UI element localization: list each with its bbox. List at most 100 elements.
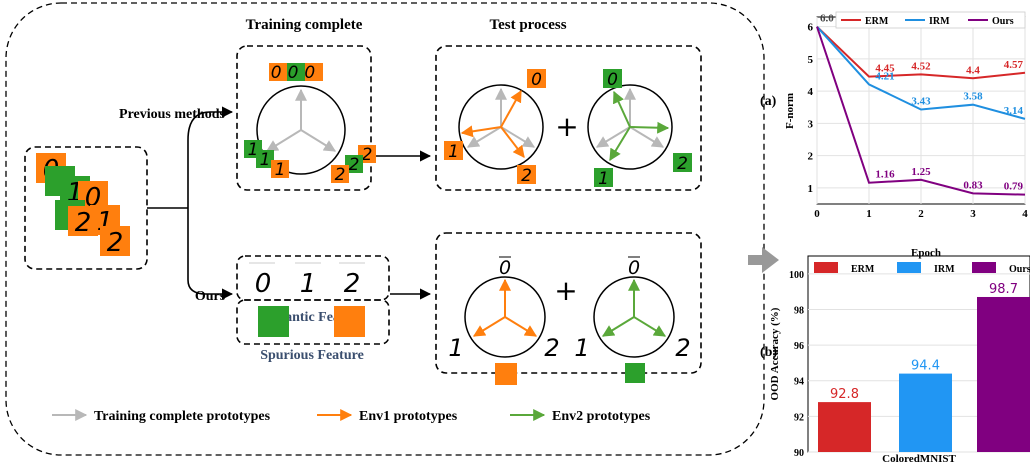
stack-2c: 2 xyxy=(335,165,346,185)
spurious-feature-box: Spurious Feature xyxy=(236,299,390,363)
bar-ours xyxy=(977,296,1030,452)
x-tick-label: 1 xyxy=(866,208,872,220)
data-label: 4.57 xyxy=(1004,59,1024,71)
chart-b-ylabel: OOD Accuracy (%) xyxy=(769,307,781,400)
ours-env2-swatch xyxy=(625,363,645,383)
test-process-box-previous: 0 1 2 + 0 1 2 xyxy=(435,45,702,191)
legend-swatch xyxy=(897,262,921,273)
data-label: 4.45 xyxy=(875,63,895,75)
legend-box xyxy=(835,11,1026,29)
panel-label-b: (b) xyxy=(760,345,777,360)
env1-orange-arrows xyxy=(460,89,525,158)
data-label: 1.25 xyxy=(911,166,931,178)
stack-digit-2: 2 xyxy=(75,208,92,238)
stack-1c: 1 xyxy=(275,160,286,180)
ours-label: Ours xyxy=(195,289,226,304)
legend-swatch xyxy=(814,262,838,273)
panel-label-a: (a) xyxy=(760,94,777,109)
test-process-box-ours: 0 1 2 + 0 1 2 xyxy=(435,232,702,385)
ours-env1-swatch xyxy=(495,363,517,385)
green-color-swatch xyxy=(258,306,289,337)
ours-env2-digit-2: 2 xyxy=(675,334,690,362)
ours-env2-digit-0: 0 xyxy=(628,257,640,279)
legend-entry: IRM xyxy=(929,16,950,27)
plus-sign-previous: + xyxy=(555,110,578,143)
data-label: 3.58 xyxy=(963,91,983,103)
legend-gray-label: Training complete prototypes xyxy=(94,409,271,424)
green-one-stack: 1 1 1 xyxy=(244,140,289,180)
gray-prototype-arrows xyxy=(265,88,337,152)
ours-env2-green-arrows xyxy=(601,278,667,337)
stack-digit-2b: 2 xyxy=(107,228,124,258)
bar-irm xyxy=(899,373,952,452)
ours-env2-circle xyxy=(593,276,675,358)
semantic-digit-1: 1 xyxy=(300,269,317,299)
series-line-ours xyxy=(816,26,1026,196)
legend-entry: Ours xyxy=(1009,264,1030,275)
ours-env1-digit-1: 1 xyxy=(448,334,463,362)
x-tick-label: 4 xyxy=(1022,208,1028,220)
env1-digit-0: 0 xyxy=(531,70,542,90)
bar-value-label: 98.7 xyxy=(989,282,1018,297)
orange-color-swatch xyxy=(334,306,365,337)
legend-green-label: Env2 prototypes xyxy=(552,409,651,424)
data-label: 1.16 xyxy=(875,169,895,181)
data-label: 3.14 xyxy=(1004,105,1024,117)
flow-arrows xyxy=(147,106,432,300)
semantic-digit-2: 2 xyxy=(344,269,361,299)
orange-two-stack: 2 2 2 xyxy=(331,145,376,185)
ours-env1-digit-2: 2 xyxy=(544,334,559,362)
x-tick-label: 3 xyxy=(970,208,976,220)
env2-circle xyxy=(587,84,673,170)
method-diagram: Training complete Test process 0 1 0 2 1… xyxy=(5,2,765,456)
y-tick-label: 5 xyxy=(808,54,814,66)
to-results-arrow xyxy=(748,247,779,273)
input-data-box: 0 1 0 2 1 2 xyxy=(24,146,148,270)
bar-value-label: 92.8 xyxy=(830,387,859,402)
data-label: 4.21 xyxy=(875,70,894,82)
env1-circle xyxy=(458,84,544,170)
y-tick-label: 92 xyxy=(794,412,804,423)
orange-zero-row: 000 xyxy=(269,63,323,83)
data-label: 4.4 xyxy=(966,64,980,76)
legend-orange-label: Env1 prototypes xyxy=(359,409,458,424)
y-tick-label: 1 xyxy=(808,183,814,195)
stack-1a: 1 xyxy=(248,140,259,160)
y-tick-label: 96 xyxy=(794,341,804,352)
data-label: 6.0 xyxy=(820,13,834,25)
legend-swatch xyxy=(972,262,996,273)
spurious-feature-label: Spurious Feature xyxy=(260,348,364,363)
legend-entry: Ours xyxy=(992,16,1014,27)
y-tick-label: 2 xyxy=(808,151,814,163)
env2-digit-1: 1 xyxy=(598,169,609,189)
env1-digit-1: 1 xyxy=(448,142,459,162)
x-tick-label: 2 xyxy=(918,208,924,220)
chart-b-bars: 92.8 94.4 98.7 xyxy=(818,282,1030,452)
plus-sign-ours: + xyxy=(554,274,577,307)
y-tick-label: 100 xyxy=(789,270,804,281)
stack-2b: 2 xyxy=(349,155,360,175)
bar-erm xyxy=(818,402,871,452)
training-complete-header: Training complete xyxy=(246,17,363,33)
x-tick-label: 0 xyxy=(814,208,820,220)
stack-2a: 2 xyxy=(362,145,373,165)
bar-value-label: 94.4 xyxy=(911,359,940,374)
ours-env1-circle xyxy=(464,276,546,358)
env2-green-arrows xyxy=(609,90,670,162)
data-label: 0.83 xyxy=(963,179,983,191)
outer-dashed-frame xyxy=(5,2,765,456)
env2-digit-2: 2 xyxy=(677,154,688,174)
colored-mnist-stack: 0 1 0 2 1 2 xyxy=(36,153,130,258)
zero-row-digits: 000 xyxy=(271,63,321,83)
y-tick-label: 6 xyxy=(808,22,814,34)
ours-env2-digit-1: 1 xyxy=(574,334,589,362)
stack-1b: 1 xyxy=(260,150,271,170)
env2-gray-arrows xyxy=(595,87,665,148)
y-tick-label: 3 xyxy=(808,118,814,130)
semantic-digit-0: 0 xyxy=(255,269,272,299)
